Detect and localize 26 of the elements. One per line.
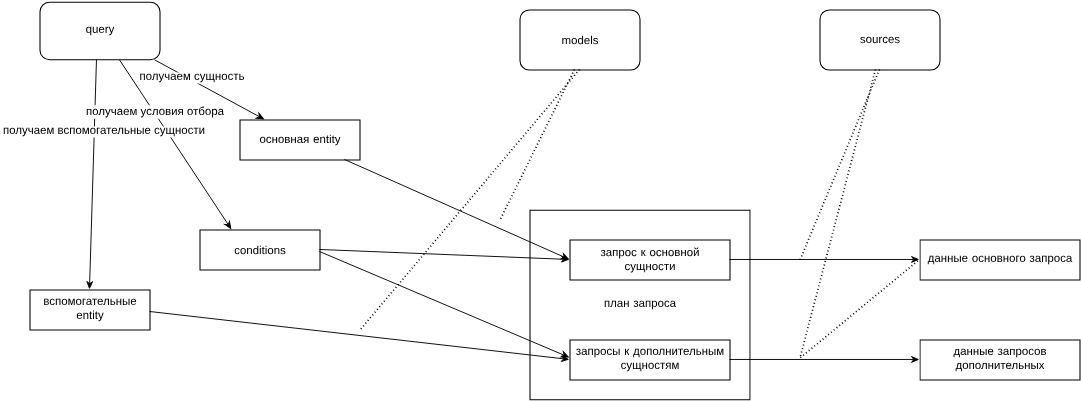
rounded-box: query (39, 1, 161, 61)
arrow (86, 59, 97, 289)
dotted-line (798, 68, 921, 361)
arrow (344, 159, 569, 260)
dotted-line (359, 68, 581, 331)
arrow (154, 59, 264, 120)
rounded-box: sources (819, 9, 941, 71)
process-box: данные запросов дополнительных (919, 339, 1081, 381)
dotted-line (799, 68, 881, 261)
process-box: conditions (199, 229, 321, 271)
arrow (729, 356, 919, 363)
process-box: запросы к дополнительным сущностям (569, 339, 731, 381)
process-box: данные основного запроса (919, 239, 1081, 281)
edge-label: получаем вспомогательные сущности (1, 126, 207, 138)
process-box: основная entity (239, 119, 361, 161)
edge-label: получаем сущность (138, 72, 246, 84)
dotted-line (499, 68, 576, 221)
arrow (149, 311, 569, 362)
arrow (729, 256, 919, 263)
process-box: вспомогательные entity (29, 289, 151, 331)
edge-label: получаем условия отбора (84, 105, 226, 119)
process-box: запрос к основной сущности (569, 239, 731, 281)
arrow (119, 59, 232, 229)
arrow (319, 251, 569, 358)
rounded-box: models (519, 9, 641, 71)
arrow (319, 249, 569, 263)
